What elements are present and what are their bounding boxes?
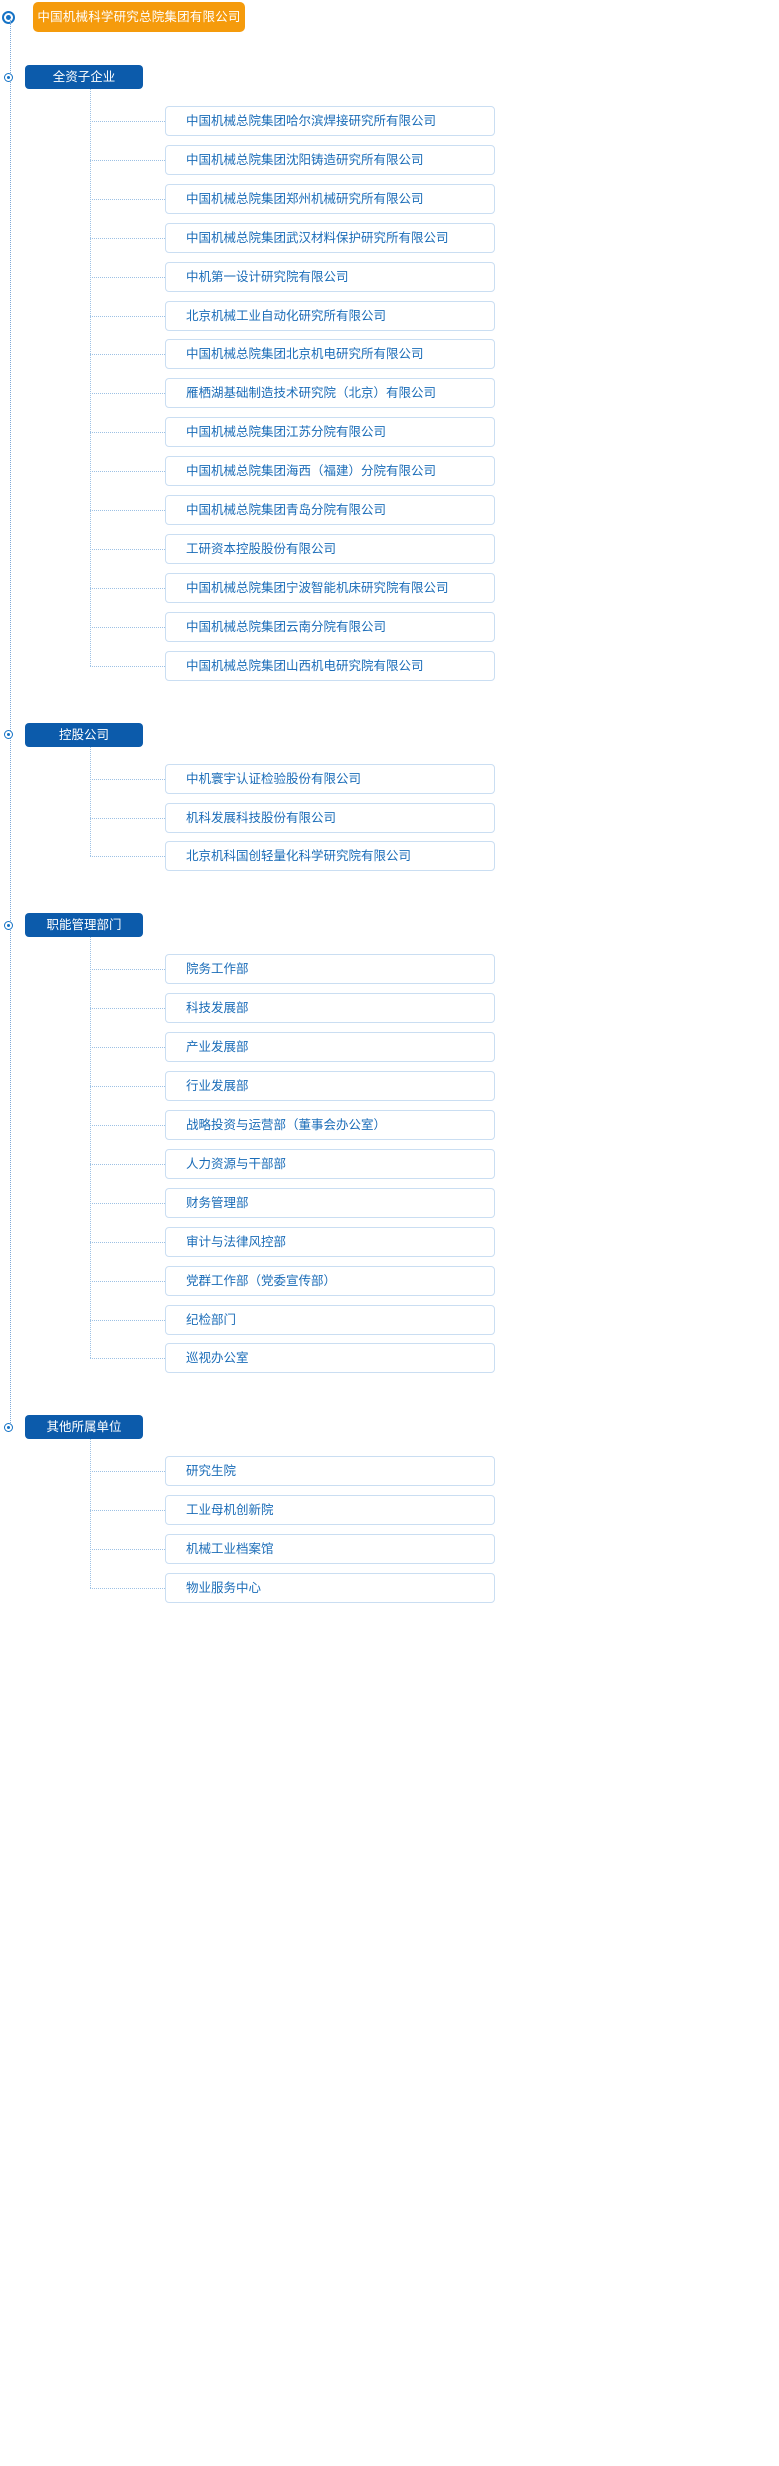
org-item-card[interactable]: 中国机械总院集团云南分院有限公司 bbox=[165, 611, 495, 642]
connector-3-3 bbox=[90, 1588, 165, 1590]
connector-0-12 bbox=[90, 587, 165, 589]
connector-0-5 bbox=[90, 315, 165, 317]
connector-2-4 bbox=[90, 1125, 165, 1126]
org-item-card[interactable]: 中国机械总院集团青岛分院有限公司 bbox=[165, 495, 495, 525]
main-spine-line bbox=[10, 16, 11, 1428]
org-item-card[interactable]: 中机寰宇认证检验股份有限公司 bbox=[165, 763, 495, 794]
connector-0-3 bbox=[90, 237, 165, 239]
section-marker-3 bbox=[4, 1422, 13, 1432]
connector-2-9 bbox=[90, 1319, 165, 1321]
org-item-card[interactable]: 机械工业档案馆 bbox=[165, 1534, 495, 1565]
section-header-3[interactable]: 其他所属单位 bbox=[25, 1415, 143, 1440]
org-item-card[interactable]: 战略投资与运营部（董事会办公室） bbox=[165, 1110, 495, 1140]
connector-2-10 bbox=[90, 1358, 165, 1360]
org-item-card[interactable]: 中国机械总院集团沈阳铸造研究所有限公司 bbox=[165, 144, 495, 175]
connector-0-9 bbox=[90, 471, 165, 473]
connector-3-0 bbox=[90, 1471, 165, 1473]
org-item-card[interactable]: 物业服务中心 bbox=[165, 1573, 495, 1604]
org-item-card[interactable]: 审计与法律风控部 bbox=[165, 1226, 495, 1257]
connector-0-13 bbox=[90, 626, 165, 628]
connector-0-6 bbox=[90, 354, 165, 356]
connector-2-2 bbox=[90, 1047, 165, 1049]
connector-2-3 bbox=[90, 1086, 165, 1088]
section-header-0[interactable]: 全资子企业 bbox=[25, 65, 143, 89]
org-item-card[interactable]: 人力资源与干部部 bbox=[165, 1148, 495, 1179]
connector-0-7 bbox=[90, 393, 165, 395]
org-item-card[interactable]: 中国机械总院集团武汉材料保护研究所有限公司 bbox=[165, 222, 495, 253]
section-marker-1 bbox=[4, 730, 13, 740]
org-item-card[interactable]: 财务管理部 bbox=[165, 1187, 495, 1218]
org-item-card[interactable]: 中国机械总院集团北京机电研究所有限公司 bbox=[165, 339, 495, 370]
section-marker-2 bbox=[4, 920, 13, 930]
org-item-card[interactable]: 北京机科国创轻量化科学研究院有限公司 bbox=[165, 841, 495, 872]
org-item-card[interactable]: 党群工作部（党委宣传部） bbox=[165, 1265, 495, 1296]
connector-2-0 bbox=[90, 969, 165, 971]
connector-2-1 bbox=[90, 1008, 165, 1010]
org-item-card[interactable]: 中机第一设计研究院有限公司 bbox=[165, 261, 495, 292]
org-item-card[interactable]: 院务工作部 bbox=[165, 954, 495, 985]
org-item-card[interactable]: 巡视办公室 bbox=[165, 1343, 495, 1374]
org-item-card[interactable]: 中国机械总院集团宁波智能机床研究院有限公司 bbox=[165, 572, 495, 603]
section-marker-0 bbox=[4, 72, 13, 82]
section-header-1[interactable]: 控股公司 bbox=[25, 722, 143, 747]
root-marker-icon bbox=[2, 11, 15, 24]
org-item-card[interactable]: 中国机械总院集团海西（福建）分院有限公司 bbox=[165, 456, 495, 487]
org-item-card[interactable]: 中国机械总院集团郑州机械研究所有限公司 bbox=[165, 183, 495, 214]
connector-3-1 bbox=[90, 1510, 165, 1512]
connector-0-2 bbox=[90, 198, 165, 200]
connector-0-8 bbox=[90, 432, 165, 434]
connector-0-4 bbox=[90, 276, 165, 278]
org-item-card[interactable]: 工研资本控股股份有限公司 bbox=[165, 533, 495, 564]
connector-2-8 bbox=[90, 1280, 165, 1282]
connector-1-2 bbox=[90, 856, 165, 858]
connector-1-0 bbox=[90, 778, 165, 780]
org-item-card[interactable]: 机科发展科技股份有限公司 bbox=[165, 802, 495, 833]
section-header-2[interactable]: 职能管理部门 bbox=[25, 913, 143, 938]
org-item-card[interactable]: 中国机械总院集团山西机电研究院有限公司 bbox=[165, 650, 495, 681]
branch-line-3 bbox=[90, 1439, 91, 1589]
connector-0-0 bbox=[90, 121, 165, 122]
org-item-card[interactable]: 科技发展部 bbox=[165, 993, 495, 1024]
root-node[interactable]: 中国机械科学研究总院集团有限公司 bbox=[33, 2, 245, 32]
org-item-card[interactable]: 工业母机创新院 bbox=[165, 1495, 495, 1526]
org-item-card[interactable]: 纪检部门 bbox=[165, 1304, 495, 1335]
branch-line-1 bbox=[90, 746, 91, 857]
org-item-card[interactable]: 北京机械工业自动化研究所有限公司 bbox=[165, 300, 495, 331]
org-item-card[interactable]: 产业发展部 bbox=[165, 1032, 495, 1063]
branch-line-2 bbox=[90, 937, 91, 1359]
connector-0-14 bbox=[90, 665, 165, 667]
connector-3-2 bbox=[90, 1549, 165, 1551]
org-item-card[interactable]: 中国机械总院集团江苏分院有限公司 bbox=[165, 417, 495, 448]
org-item-card[interactable]: 中国机械总院集团哈尔滨焊接研究所有限公司 bbox=[165, 106, 495, 136]
org-item-card[interactable]: 雁栖湖基础制造技术研究院（北京）有限公司 bbox=[165, 378, 495, 409]
org-item-card[interactable]: 行业发展部 bbox=[165, 1071, 495, 1102]
connector-1-1 bbox=[90, 817, 165, 819]
connector-0-1 bbox=[90, 159, 165, 161]
connector-2-5 bbox=[90, 1163, 165, 1165]
connector-0-11 bbox=[90, 548, 165, 550]
org-item-card[interactable]: 研究生院 bbox=[165, 1456, 495, 1487]
connector-2-6 bbox=[90, 1202, 165, 1204]
connector-0-10 bbox=[90, 510, 165, 511]
branch-line-0 bbox=[90, 89, 91, 666]
connector-2-7 bbox=[90, 1241, 165, 1243]
